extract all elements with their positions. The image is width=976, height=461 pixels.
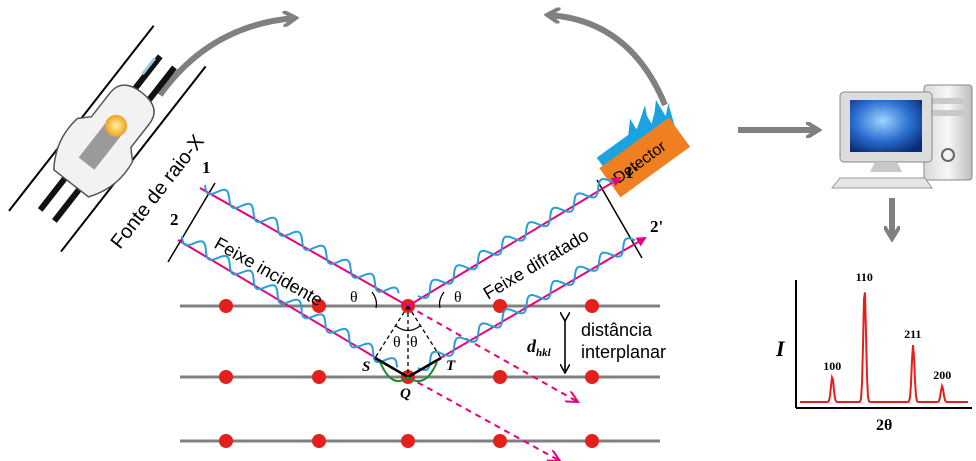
atoms (219, 299, 599, 448)
theta-inner-left-label: θ (393, 334, 401, 351)
diffraction-pattern-chart: 100 110 211 200 I 2θ (775, 270, 972, 434)
dhkl-sub: hkl (536, 347, 552, 359)
path-difference-construction (371, 291, 445, 382)
crystal-planes (180, 304, 660, 443)
atom (493, 370, 507, 384)
detector-icon: Detector (596, 99, 691, 198)
atom (585, 434, 599, 448)
atom (312, 434, 326, 448)
wave-2 (181, 235, 398, 368)
atom (312, 299, 326, 313)
dhkl-main: d (527, 336, 537, 356)
computer-icon (830, 84, 973, 189)
spacing-label-line1: distância (581, 320, 653, 340)
xray-burst-icon (105, 114, 128, 137)
rotation-arrow-left (157, 18, 295, 97)
diffracted-beam-1 (407, 176, 622, 307)
atom (219, 370, 233, 384)
atom (312, 370, 326, 384)
incident-beam-2 (177, 239, 409, 378)
peak-label-211: 211 (904, 327, 921, 341)
wave-4 (417, 237, 636, 371)
diffracted-beam-label: Feixe difratado (480, 225, 592, 303)
peak-label-100: 100 (823, 359, 841, 373)
chart-xlabel: 2θ (876, 417, 892, 434)
chart-ylabel: I (775, 336, 786, 361)
wave-3 (417, 178, 614, 300)
theta-inner-right-label: θ (410, 334, 418, 351)
ray-2-in-label: 2 (170, 210, 179, 229)
atom (493, 434, 507, 448)
peak-label-200: 200 (933, 368, 951, 382)
atom (219, 299, 233, 313)
ray-2-out-label: 2' (650, 217, 663, 236)
incident-beam-label: Feixe incidente (211, 233, 326, 310)
atom (585, 370, 599, 384)
theta-left-label: θ (350, 289, 358, 306)
transmitted-beam-2 (407, 376, 560, 461)
peak-label-110: 110 (856, 270, 873, 284)
spacing-label-line2: interplanar (581, 342, 666, 362)
point-t-label: T (446, 358, 456, 374)
point-q-label: Q (400, 386, 411, 402)
atom (219, 434, 233, 448)
atom (585, 299, 599, 313)
beam-lines (177, 176, 647, 461)
atom (401, 434, 415, 448)
ray-1-in-label: 1 (202, 158, 211, 177)
wave-group (181, 178, 636, 371)
transmitted-beam-1 (407, 305, 578, 402)
theta-right-label: θ (454, 289, 462, 306)
chart-curve (800, 292, 968, 403)
incident-wavefront (167, 182, 216, 263)
peak-labels: 100 110 211 200 (823, 270, 951, 382)
wave-1 (204, 184, 400, 294)
point-s-label: S (362, 359, 370, 375)
ray-1-out-label: 1' (625, 163, 638, 182)
rotation-arrow-right (548, 15, 668, 107)
atom (493, 299, 507, 313)
xray-tube (8, 25, 207, 253)
dhkl-symbol: dhkl (527, 336, 552, 359)
